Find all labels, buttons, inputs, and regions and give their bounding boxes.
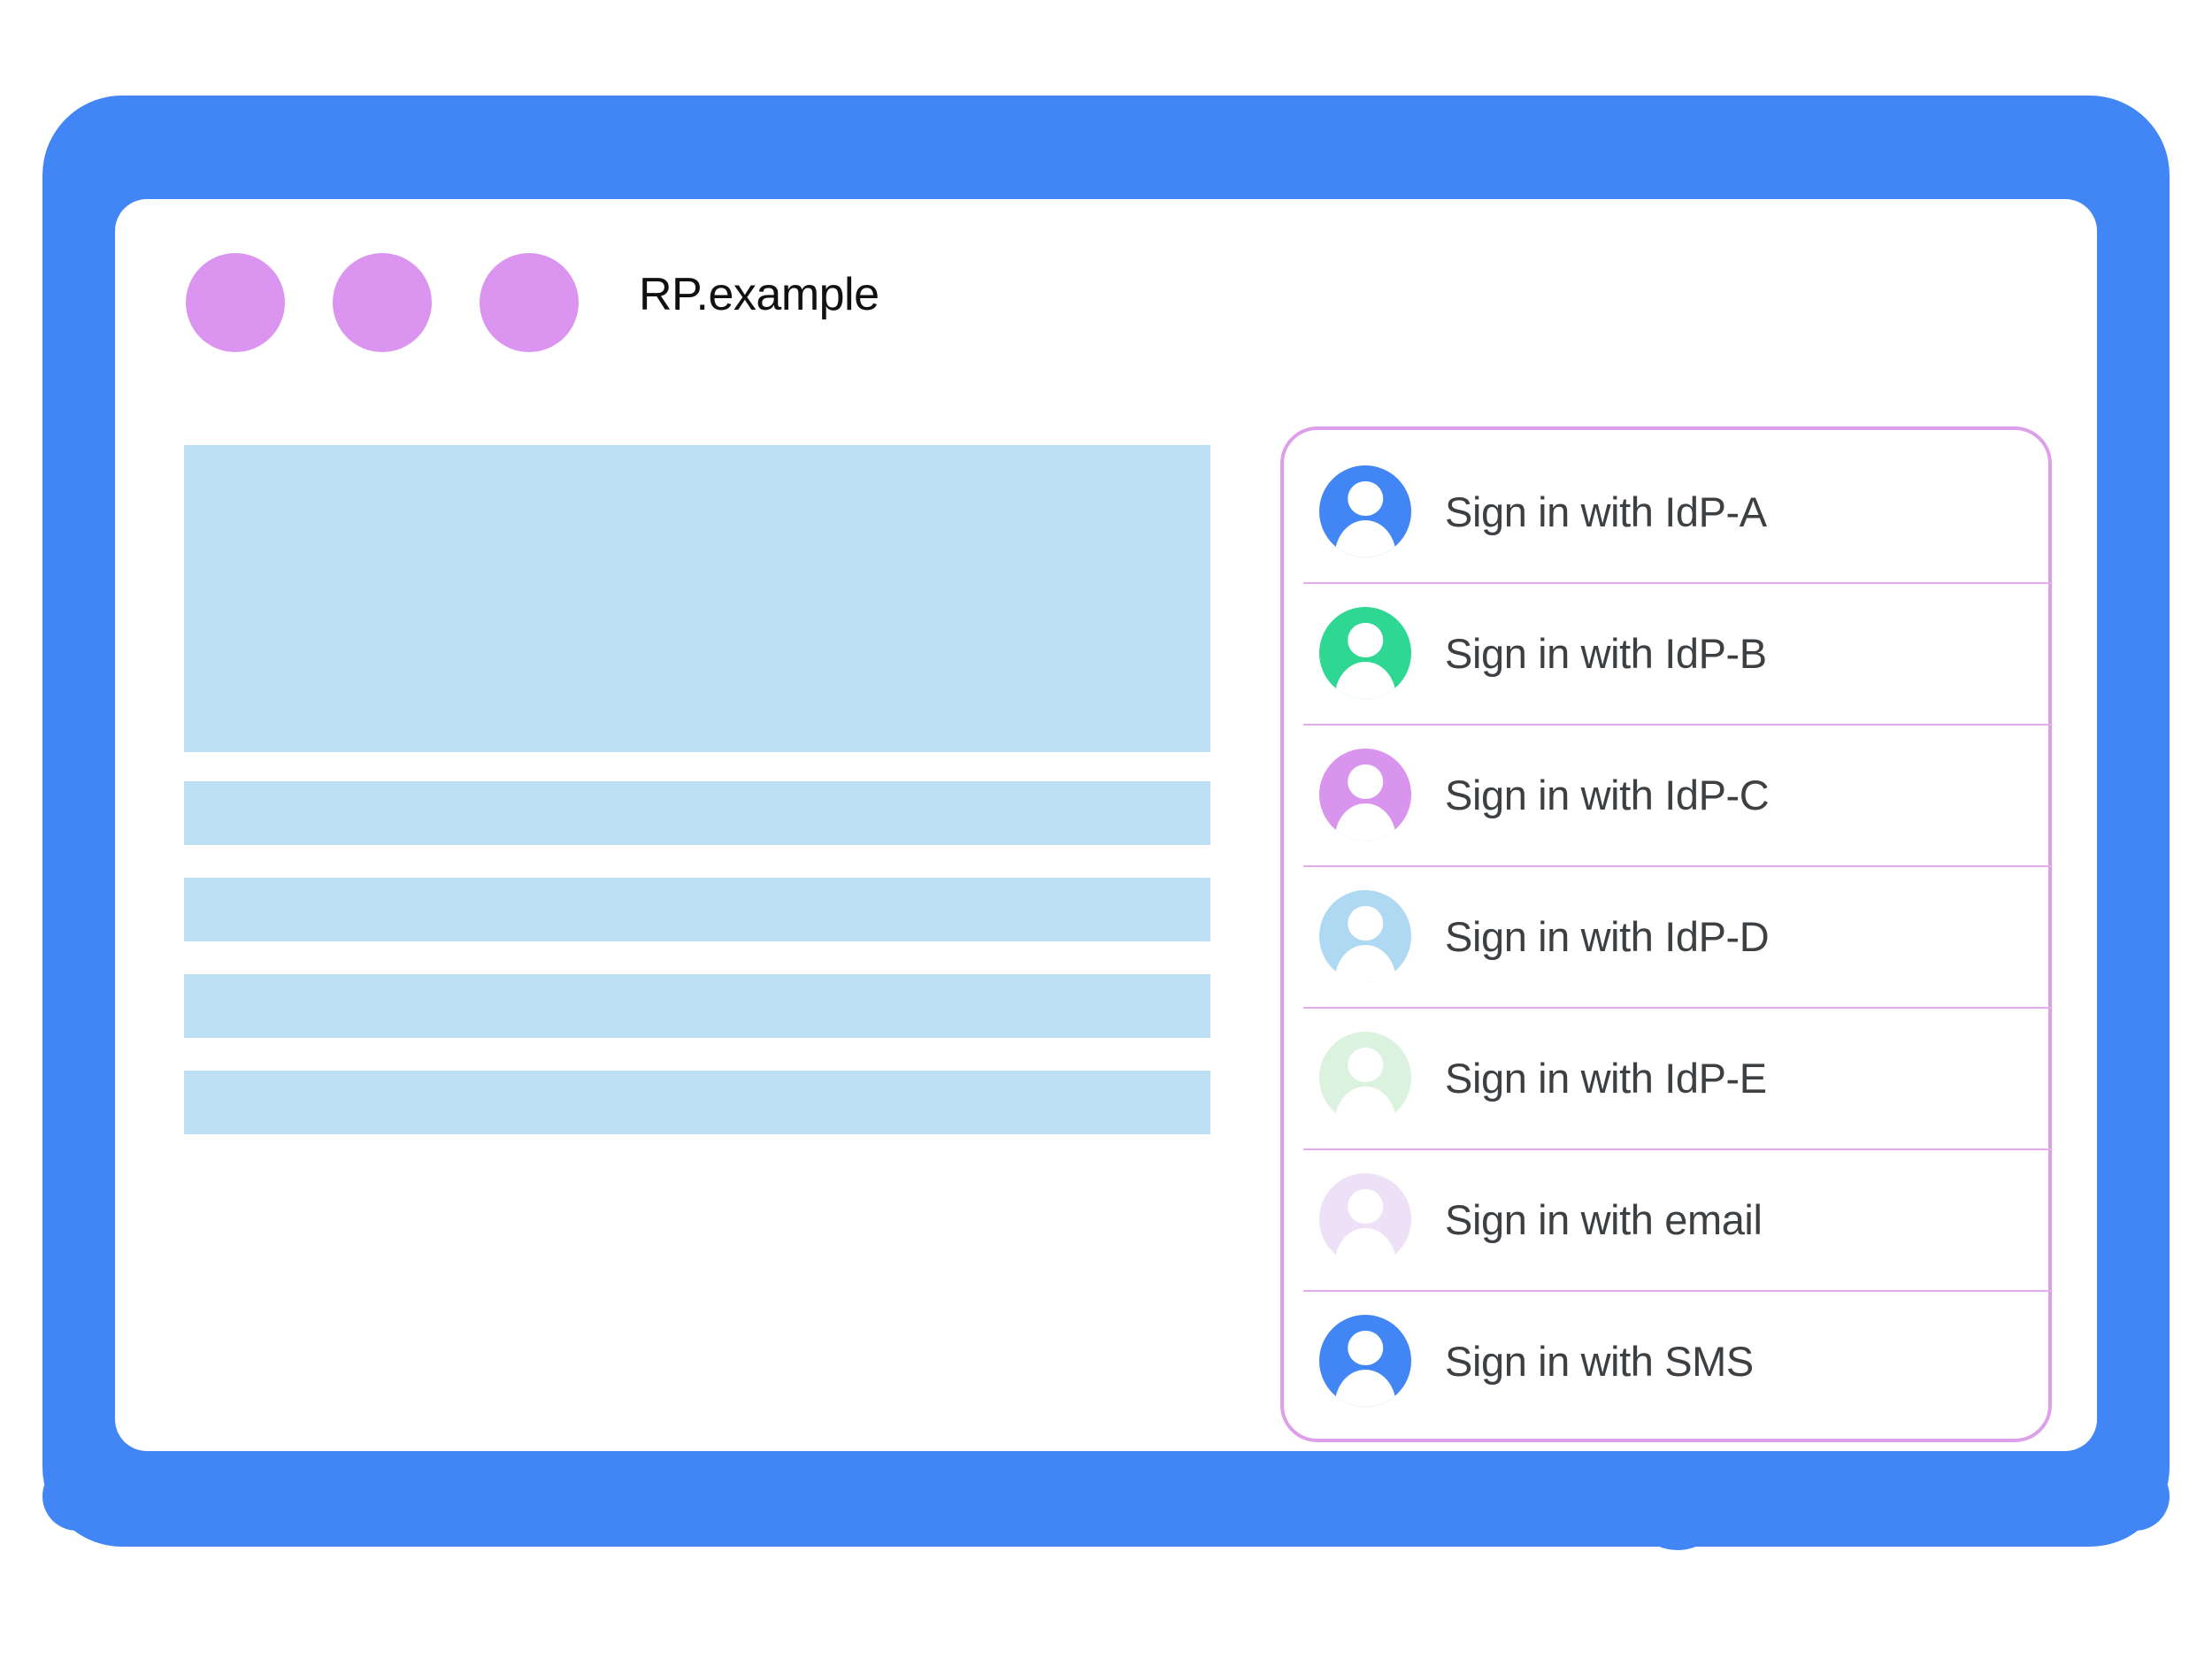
page-title: RP.example xyxy=(639,269,879,320)
bezel-bar-right xyxy=(1741,1462,2170,1531)
account-row[interactable]: Sign in with SMS xyxy=(1284,1290,2052,1432)
account-label: Sign in with IdP-B xyxy=(1445,629,1767,677)
home-button[interactable] xyxy=(1628,1451,1727,1550)
account-avatar-icon xyxy=(1319,465,1411,557)
window-dot-minimize[interactable] xyxy=(333,253,432,352)
account-label: Sign in with IdP-D xyxy=(1445,912,1770,960)
account-avatar-icon xyxy=(1319,1315,1411,1407)
account-avatar-icon xyxy=(1319,607,1411,699)
account-row[interactable]: Sign in with IdP-A xyxy=(1284,441,2048,582)
content-placeholder-line xyxy=(184,781,1210,845)
content-placeholder-line xyxy=(184,878,1210,941)
content-placeholder-line xyxy=(184,1071,1210,1134)
content-placeholder-line xyxy=(184,974,1210,1038)
window-dot-close[interactable] xyxy=(186,253,285,352)
account-label: Sign in with IdP-E xyxy=(1445,1054,1767,1102)
title-bar: RP.example xyxy=(115,199,2097,367)
account-row[interactable]: Sign in with IdP-B xyxy=(1284,582,2052,724)
account-label: Sign in with IdP-C xyxy=(1445,771,1770,818)
content-placeholder-hero xyxy=(184,445,1210,752)
account-chooser-dialog: Sign in with IdP-A Sign in with IdP-B Sign… xyxy=(1280,426,2052,1442)
account-row[interactable]: Sign in with IdP-C xyxy=(1284,724,2052,865)
account-row[interactable]: Sign in with IdP-E xyxy=(1284,1007,2052,1148)
account-avatar-icon xyxy=(1319,1173,1411,1265)
window-dot-maximize[interactable] xyxy=(480,253,579,352)
account-label: Sign in with IdP-A xyxy=(1445,488,1767,535)
account-label: Sign in with email xyxy=(1445,1195,1763,1243)
account-row[interactable]: Sign in with IdP-D xyxy=(1284,865,2052,1007)
bezel-bar-left xyxy=(42,1462,1582,1531)
account-avatar-icon xyxy=(1319,749,1411,841)
content-placeholders xyxy=(184,445,1210,1134)
account-label: Sign in with SMS xyxy=(1445,1337,1754,1385)
account-avatar-icon xyxy=(1319,890,1411,982)
account-list: Sign in with IdP-A Sign in with IdP-B Sign… xyxy=(1284,441,2052,1432)
account-avatar-icon xyxy=(1319,1032,1411,1124)
account-row[interactable]: Sign in with email xyxy=(1284,1148,2052,1290)
